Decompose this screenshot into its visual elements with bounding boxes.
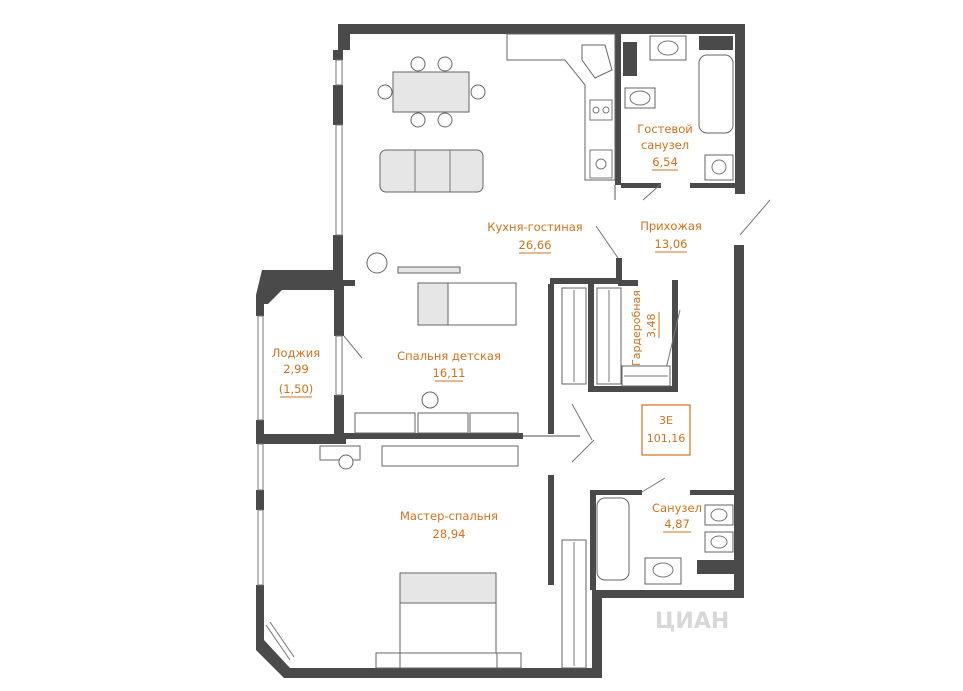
apartment-code: 3Е [659, 414, 673, 427]
loggia-area-reduced: (1,50) [279, 382, 314, 396]
wardrobe-hangers [561, 287, 671, 669]
kids-bedroom-area: 16,11 [433, 366, 466, 380]
room-labels: Кухня-гостиная 26,66 Гостевой санузел 6,… [272, 122, 702, 541]
hall-name: Прихожая [640, 219, 702, 233]
windows [257, 59, 343, 661]
apartment-total-area: 101,16 [647, 432, 686, 445]
master-bedroom-furniture [319, 445, 522, 669]
guest-bath-name-2: санузел [641, 138, 689, 152]
bathroom-area: 4,87 [664, 517, 690, 531]
watermark: ЦИАН [655, 609, 729, 634]
bathroom-name: Санузел [652, 501, 702, 515]
kitchen-furniture [366, 33, 616, 274]
master-bedroom-name: Мастер-спальня [400, 509, 498, 523]
loggia-area: 2,99 [283, 362, 309, 376]
hall-area: 13,06 [655, 237, 688, 251]
master-bedroom-area: 28,94 [433, 527, 466, 541]
walls [256, 24, 745, 678]
kids-bedroom-name: Спальня детская [397, 349, 501, 363]
guest-bath-name-1: Гостевой [637, 122, 692, 136]
partitions [343, 25, 735, 590]
guest-bath-area: 6,54 [652, 155, 678, 169]
bathroom-fixtures [596, 497, 735, 585]
apartment-code-box: 3Е 101,16 [641, 404, 691, 456]
guest-bath-fixtures [623, 35, 734, 181]
loggia-name: Лоджия [272, 346, 320, 360]
wardrobe-area: 3,48 [645, 314, 658, 339]
doors [343, 183, 771, 493]
kids-bedroom-furniture [354, 282, 519, 434]
wardrobe-name: Гардеробная [630, 290, 643, 366]
kitchen-name: Кухня-гостиная [487, 220, 582, 234]
kitchen-area: 26,66 [519, 238, 552, 252]
